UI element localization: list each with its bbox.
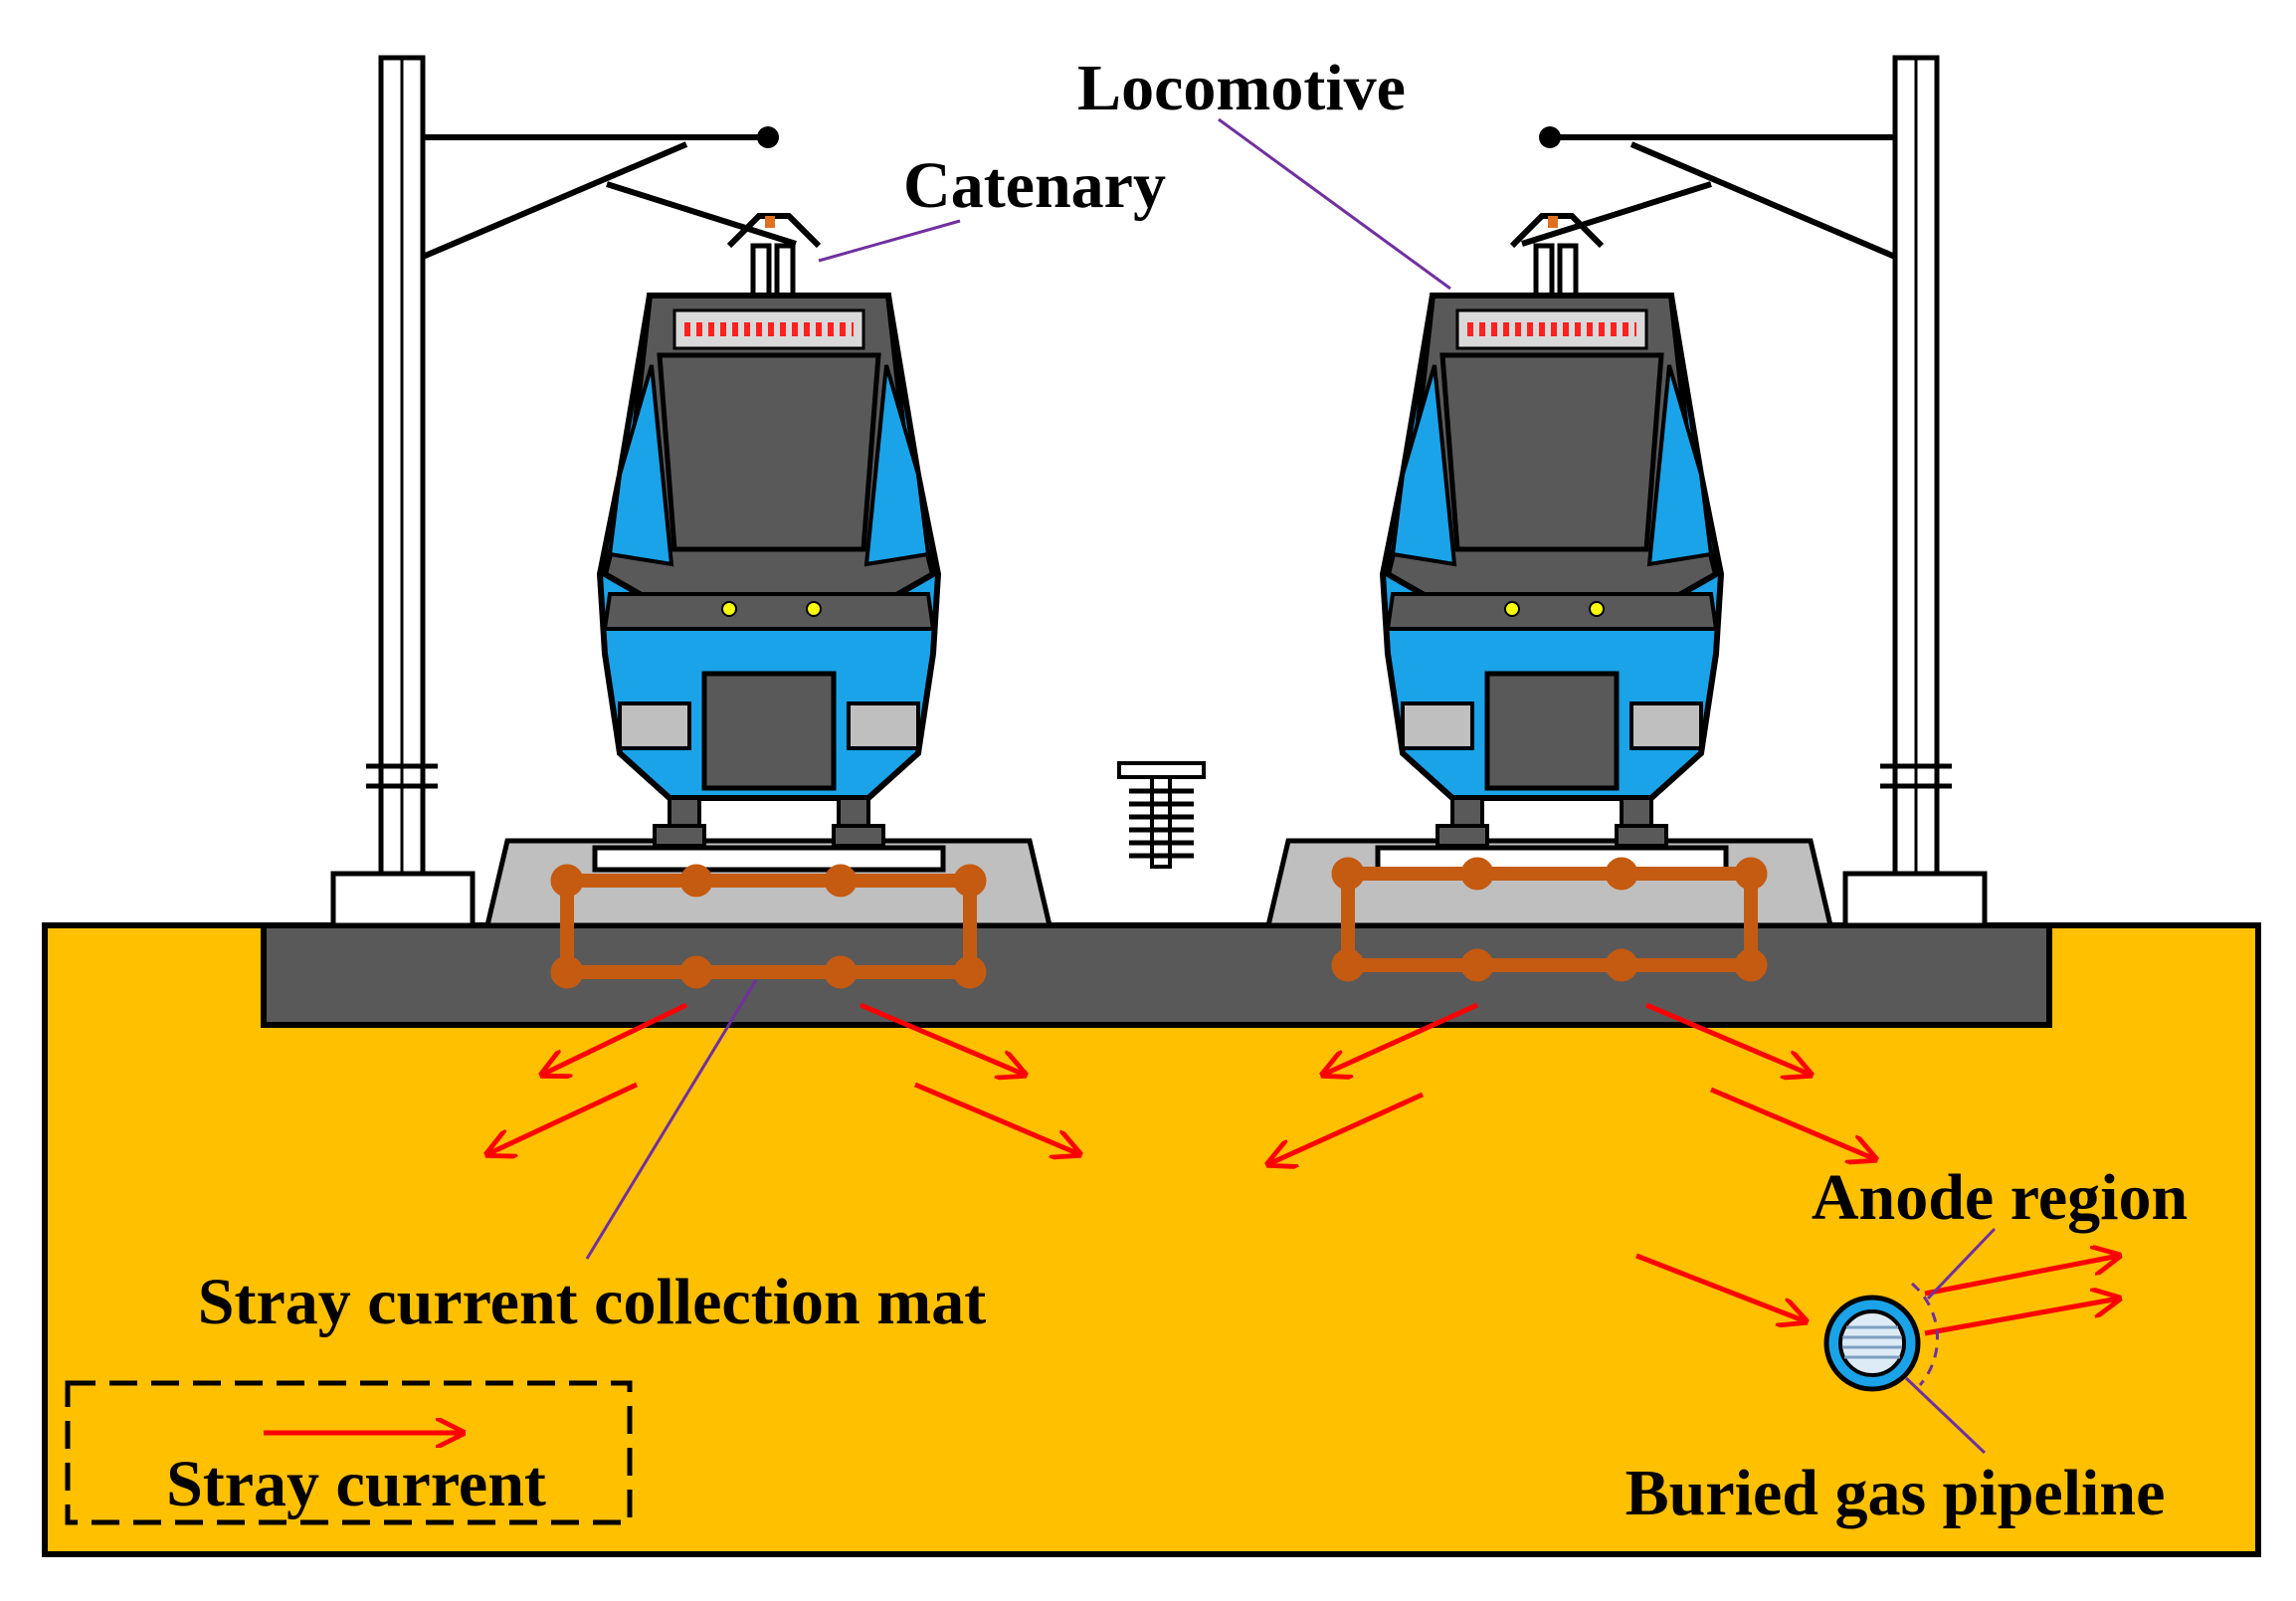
right-pole-base <box>1842 871 1988 928</box>
legend-box <box>65 1380 633 1525</box>
anode-region-label: Anode region <box>1812 1161 2188 1234</box>
left-locomotive-icon <box>595 216 943 870</box>
locomotive-label: Locomotive <box>1077 52 1406 124</box>
left-pole-base <box>330 871 476 928</box>
pipeline-icon <box>1823 1282 1939 1392</box>
stray-current-arrows <box>487 1002 2119 1336</box>
mat-label: Stray current collection mat <box>198 1266 986 1338</box>
right-pole-icon <box>1521 55 1952 877</box>
catenary-label: Catenary <box>903 149 1166 222</box>
pipeline-label: Buried gas pipeline <box>1626 1457 2166 1529</box>
track-bed <box>261 922 2052 1028</box>
soil <box>42 922 2261 1557</box>
right-collection-mat <box>1331 857 1768 982</box>
leader-lines <box>585 117 1997 1455</box>
left-pole-icon <box>366 55 797 877</box>
right-locomotive-icon <box>1378 216 1726 870</box>
legend-label: Stray current <box>166 1448 546 1520</box>
insulator-icon <box>1117 761 1206 869</box>
left-collection-mat <box>550 864 987 989</box>
